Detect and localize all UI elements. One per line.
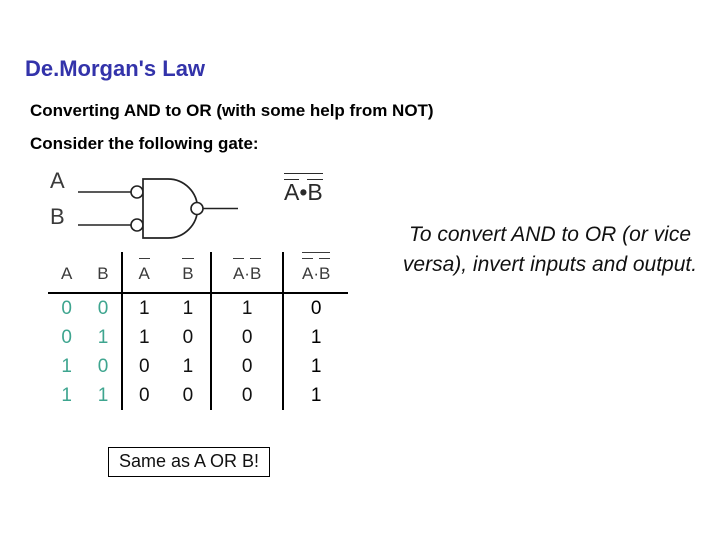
table-row: 0 0 1 1 1 0	[48, 293, 348, 323]
gate-output-expression: A•B	[284, 173, 323, 206]
truth-table-grid: A B A B A·B A·B	[48, 252, 348, 410]
cell-and: 0	[210, 352, 285, 381]
table-row: 1 0 0 1 0 1	[48, 352, 348, 381]
body-line-1: Converting AND to OR (with some help fro…	[30, 101, 434, 120]
cell-not-b: 1	[165, 293, 212, 323]
header-not-b: B	[165, 252, 212, 293]
header-not-a-label: A	[138, 264, 150, 283]
page-title: De.Morgan's Law	[25, 56, 206, 81]
header-and-left: A	[232, 264, 245, 283]
and-gate-with-bubbles-icon	[78, 178, 238, 239]
cell-not-a: 0	[138, 356, 150, 377]
cell-a: 0	[61, 327, 72, 348]
gate-input-label-a: A	[50, 168, 65, 193]
cell-out: 1	[310, 327, 322, 348]
cell-not-a: 1	[138, 327, 150, 348]
header-b: B	[85, 252, 123, 293]
truth-table: A B A B A·B A·B	[48, 252, 348, 410]
cell-and: 1	[210, 293, 285, 323]
gate-expr-b: B	[307, 179, 323, 205]
cell-a: 0	[61, 298, 72, 319]
cell-b: 0	[85, 293, 123, 323]
table-row: 1 1 0 0 0 1	[48, 381, 348, 410]
cell-b: 0	[85, 352, 123, 381]
cell-a: 1	[61, 385, 72, 406]
table-row: 0 1 1 0 0 1	[48, 323, 348, 352]
cell-not-b: 1	[165, 352, 212, 381]
header-b-label: B	[97, 264, 109, 283]
cell-b: 1	[85, 323, 123, 352]
body-line-2: Consider the following gate:	[30, 134, 259, 153]
gate-input-label-b: B	[50, 204, 65, 229]
header-out-right: B	[319, 264, 331, 283]
cell-b: 1	[85, 381, 123, 410]
truth-table-body: 0 0 1 1 1 0 0 1 1 0 0 1 1 0	[48, 293, 348, 410]
cell-out: 1	[310, 356, 322, 377]
truth-table-header: A B A B A·B A·B	[48, 252, 348, 293]
cell-a: 1	[61, 356, 72, 377]
cell-and: 0	[210, 381, 285, 410]
header-not-a: A	[122, 252, 166, 293]
logic-gate-figure: A B A•B	[48, 168, 348, 244]
header-output-negated: A·B	[283, 252, 348, 293]
header-not-b-label: B	[182, 264, 194, 283]
header-and-dot: ·	[244, 264, 250, 283]
cell-not-b: 0	[165, 323, 212, 352]
cell-out: 0	[310, 298, 322, 319]
header-out-dot: ·	[313, 264, 319, 283]
cell-not-a: 0	[138, 385, 150, 406]
cell-out: 1	[310, 385, 322, 406]
cell-and: 0	[210, 323, 285, 352]
gate-expr-op: •	[299, 179, 308, 205]
callout-box: Same as A OR B!	[108, 447, 271, 477]
header-out-left: A	[301, 264, 314, 283]
header-a-label: A	[60, 264, 73, 283]
gate-expr-a: A	[284, 179, 300, 205]
cell-not-a: 1	[138, 298, 150, 319]
side-note: To convert AND to OR (or vice versa), in…	[402, 223, 698, 276]
header-not-a-and-not-b: A·B	[210, 252, 285, 293]
header-and-right: B	[249, 264, 262, 283]
header-a: A	[48, 252, 85, 293]
table-header-row: A B A B A·B A·B	[48, 252, 348, 293]
cell-not-b: 0	[165, 381, 212, 410]
